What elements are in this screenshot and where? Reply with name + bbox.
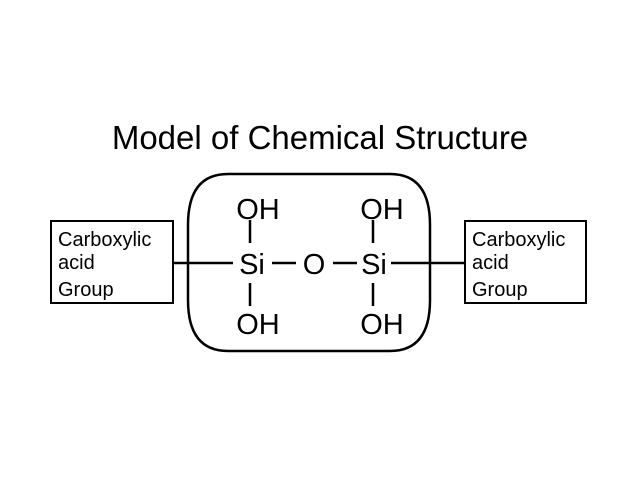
diagram-title: Model of Chemical Structure [111,119,529,156]
right-group-line-2: acid [472,252,509,274]
left-si-bottom-oh: OH [236,309,280,341]
right-si-atom: Si [361,249,387,281]
right-si-bottom-oh: OH [360,309,404,341]
right-group-line-3: Group [472,279,528,301]
molecule-enclosure [186,172,432,353]
left-group-line-2: acid [58,252,95,274]
left-group-line-1: Carboxylic [58,229,151,251]
right-group-line-1: Carboxylic [472,229,565,251]
left-si-atom: Si [239,249,265,281]
right-si-top-oh: OH [360,194,404,226]
left-si-top-oh: OH [236,194,280,226]
left-group-line-3: Group [58,279,114,301]
bridge-oxygen-atom: O [303,249,326,281]
